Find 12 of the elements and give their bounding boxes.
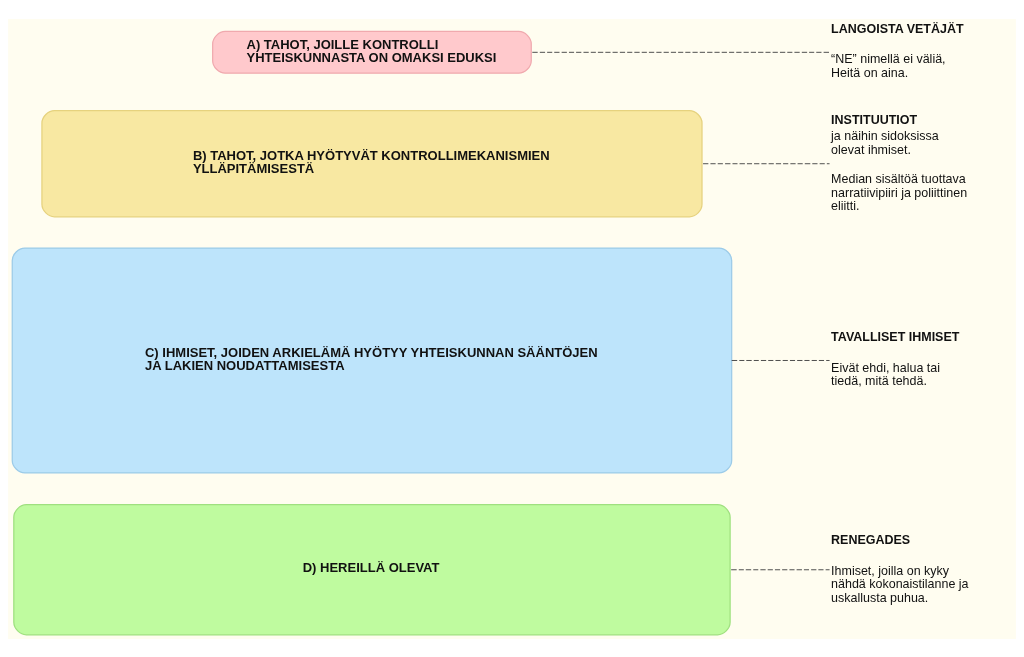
node-text: LANGOISTA VETÄJÄT “NE” nimellä ei väliä, Heitä on aina. [831, 21, 964, 80]
node-box: B) TAHOT, JOTKA HYÖTYVÄT KONTROLLIMEKANISMIEN YLLÄPITÄMISESTÄ [41, 109, 703, 217]
node-text: TAVALLISET IHMISET Eivät ehdi, halua tai tiedä, mitä tehdä. [831, 329, 960, 388]
node-text: INSTITUUTIOT ja näihin sidoksissa olevat ihmiset. Median sisältöä tuottava narratiivipiiri ja poliittinen eliitti. [831, 112, 968, 213]
connector [731, 359, 830, 361]
node-box: A) TAHOT, JOILLE KONTROLLI YHTEISKUNNASTA ON OMAKSI EDUKSI [212, 30, 532, 74]
connector [702, 162, 830, 164]
node-text: RENEGADES Ihmiset, joilla on kyky nähdä kokonaistilanne ja uskallusta puhua. [831, 532, 969, 605]
connector [531, 51, 830, 53]
node-box: C) IHMISET, JOIDEN ARKIELÄMÄ HYÖTYY YHTEISKUNNAN SÄÄNTÖJEN JA LAKIEN NOUDATTAMISESTA [11, 246, 733, 474]
node-box: D) HEREILLÄ OLEVAT [13, 503, 731, 635]
connector [730, 568, 830, 570]
